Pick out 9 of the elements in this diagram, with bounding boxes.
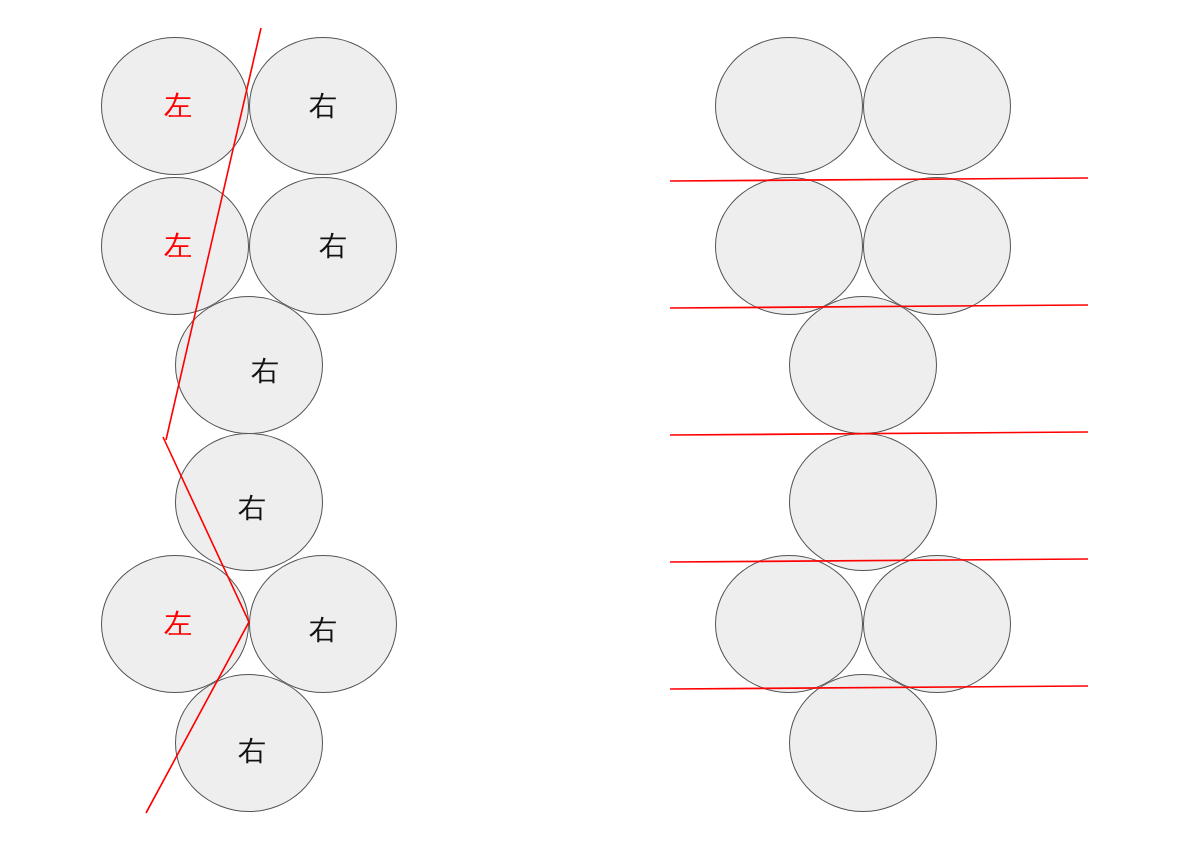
character-label: 右 xyxy=(238,490,266,526)
character-label: 左 xyxy=(164,88,192,124)
character-label: 右 xyxy=(319,228,347,264)
character-label: 左 xyxy=(164,228,192,264)
character-label: 右 xyxy=(309,612,337,648)
character-label: 右 xyxy=(238,733,266,769)
character-label: 右 xyxy=(309,88,337,124)
character-label: 左 xyxy=(164,606,192,642)
character-label: 右 xyxy=(251,353,279,389)
